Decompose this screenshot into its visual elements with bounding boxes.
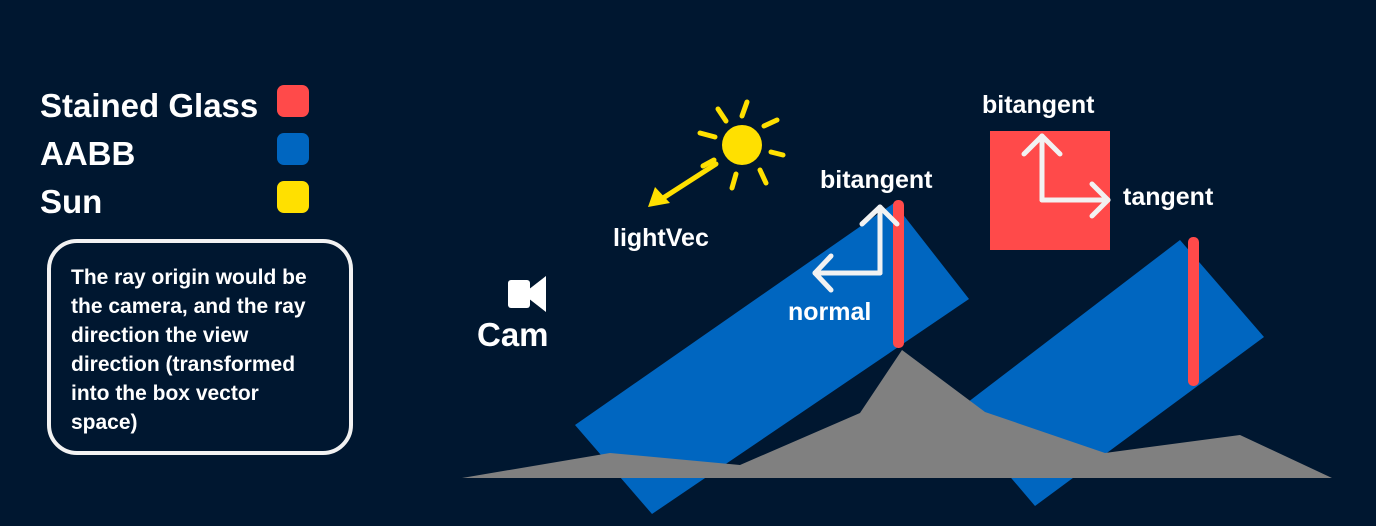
label-bitangent-right: bitangent <box>982 91 1095 119</box>
ground-terrain <box>462 350 1332 478</box>
label-normal: normal <box>788 298 871 326</box>
note-box: The ray origin would be the camera, and … <box>47 239 353 455</box>
legend: Stained Glass AABB Sun <box>40 85 309 220</box>
note-text: The ray origin would be the camera, and … <box>71 266 307 434</box>
legend-swatch-aabb <box>277 133 309 165</box>
stained-glass-left <box>893 200 904 348</box>
stained-glass-square <box>990 131 1110 250</box>
label-cam: Cam <box>477 316 549 353</box>
camera-icon <box>508 276 546 312</box>
legend-label-stained-glass: Stained Glass <box>40 87 258 124</box>
legend-swatch-stained-glass <box>277 85 309 117</box>
square-axes-arrows <box>1021 133 1111 219</box>
glass-axes-arrows <box>812 204 900 293</box>
legend-swatch-sun <box>277 181 309 213</box>
label-tangent: tangent <box>1123 183 1214 211</box>
legend-label-sun: Sun <box>40 183 102 220</box>
label-bitangent-left: bitangent <box>820 166 933 194</box>
aabb-box-left <box>575 203 969 514</box>
label-light-vec: lightVec <box>613 224 709 252</box>
sun-icon <box>648 99 786 207</box>
legend-label-aabb: AABB <box>40 135 135 172</box>
stained-glass-right <box>1188 237 1199 386</box>
